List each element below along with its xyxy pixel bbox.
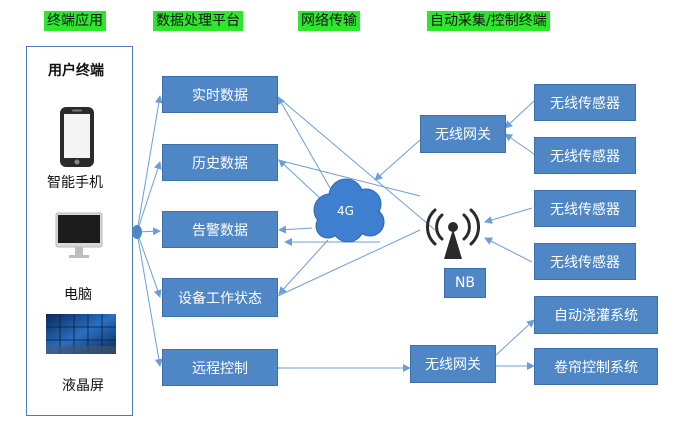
sensor-box-3[interactable]: 无线传感器 (534, 190, 636, 227)
cloud-4g-icon (313, 178, 385, 243)
header-data-platform: 数据处理平台 (153, 11, 243, 31)
header-terminal-app: 终端应用 (44, 11, 106, 31)
curtain-control-box[interactable]: 卷帘控制系统 (534, 348, 658, 385)
gateway-bottom-box[interactable]: 无线网关 (410, 345, 496, 383)
nb-antenna-icon (425, 208, 481, 259)
sensor-box-1[interactable]: 无线传感器 (534, 84, 636, 121)
computer-label: 电脑 (64, 287, 92, 303)
hub-dot (132, 225, 142, 239)
header-collection: 自动采集/控制终端 (427, 11, 550, 31)
phone-label: 智能手机 (47, 175, 103, 191)
alarm-data-box[interactable]: 告警数据 (162, 211, 278, 248)
smartphone-icon (60, 107, 94, 167)
header-network: 网络传输 (298, 11, 360, 31)
sensor-box-4[interactable]: 无线传感器 (534, 243, 636, 280)
sensor-box-2[interactable]: 无线传感器 (534, 137, 636, 174)
device-status-box[interactable]: 设备工作状态 (162, 278, 278, 317)
lcd-label: 液晶屏 (62, 378, 104, 394)
history-data-box[interactable]: 历史数据 (162, 144, 278, 181)
remote-control-box[interactable]: 远程控制 (162, 349, 278, 386)
computer-icon (55, 212, 103, 258)
terminal-title: 用户终端 (48, 63, 104, 79)
lcd-screen-image (46, 314, 116, 354)
cloud-4g-label: 4G (337, 204, 354, 218)
realtime-data-box[interactable]: 实时数据 (162, 76, 278, 113)
irrigation-system-box[interactable]: 自动浇灌系统 (534, 296, 658, 334)
gateway-top-box[interactable]: 无线网关 (420, 115, 506, 153)
nb-box[interactable]: NB (444, 268, 486, 298)
